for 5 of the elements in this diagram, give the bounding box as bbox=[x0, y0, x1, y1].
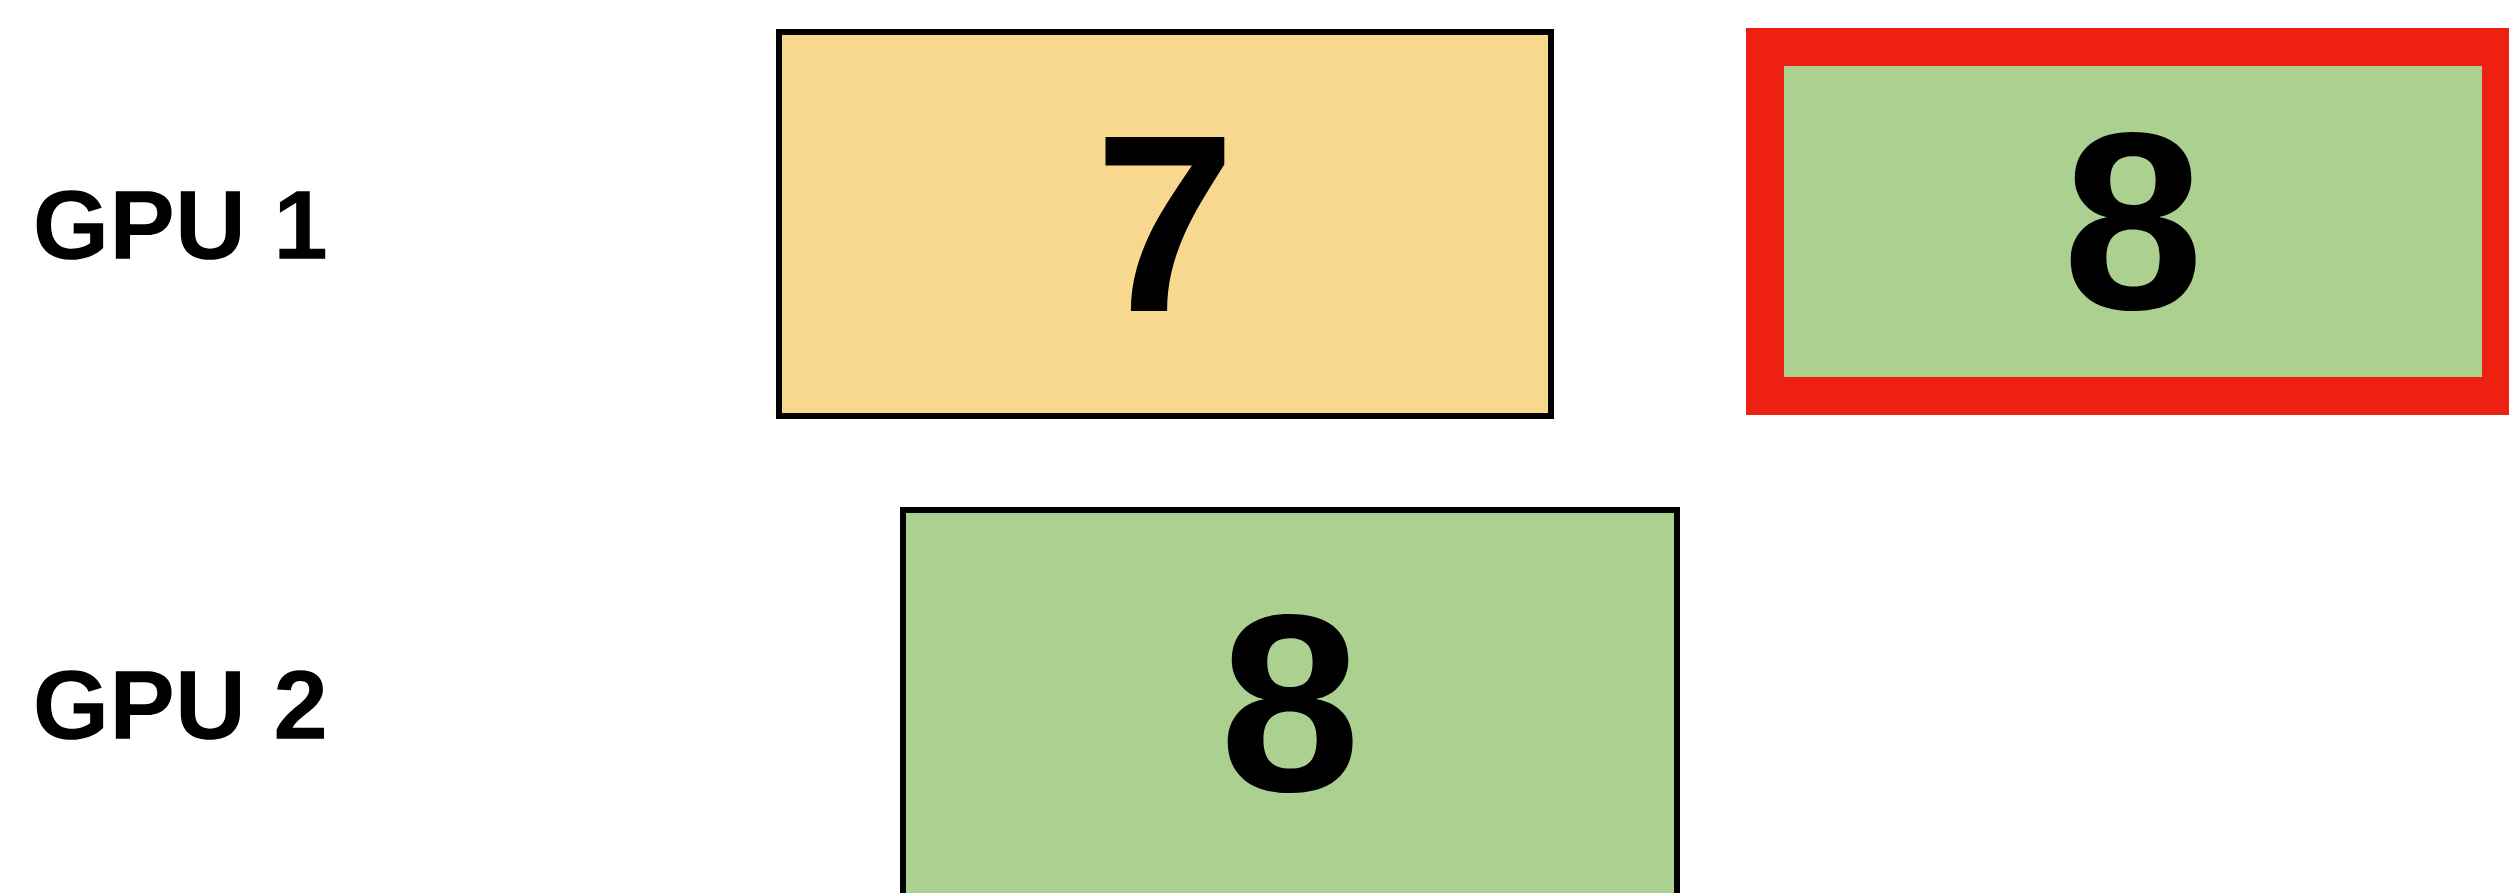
row-label: GPU 2 bbox=[36, 670, 324, 740]
highlighted-box: 8 bbox=[1746, 28, 2509, 415]
number-box: 7 bbox=[776, 29, 1555, 419]
number-box: 8 bbox=[900, 507, 1680, 893]
row-label: GPU 1 bbox=[36, 190, 326, 260]
